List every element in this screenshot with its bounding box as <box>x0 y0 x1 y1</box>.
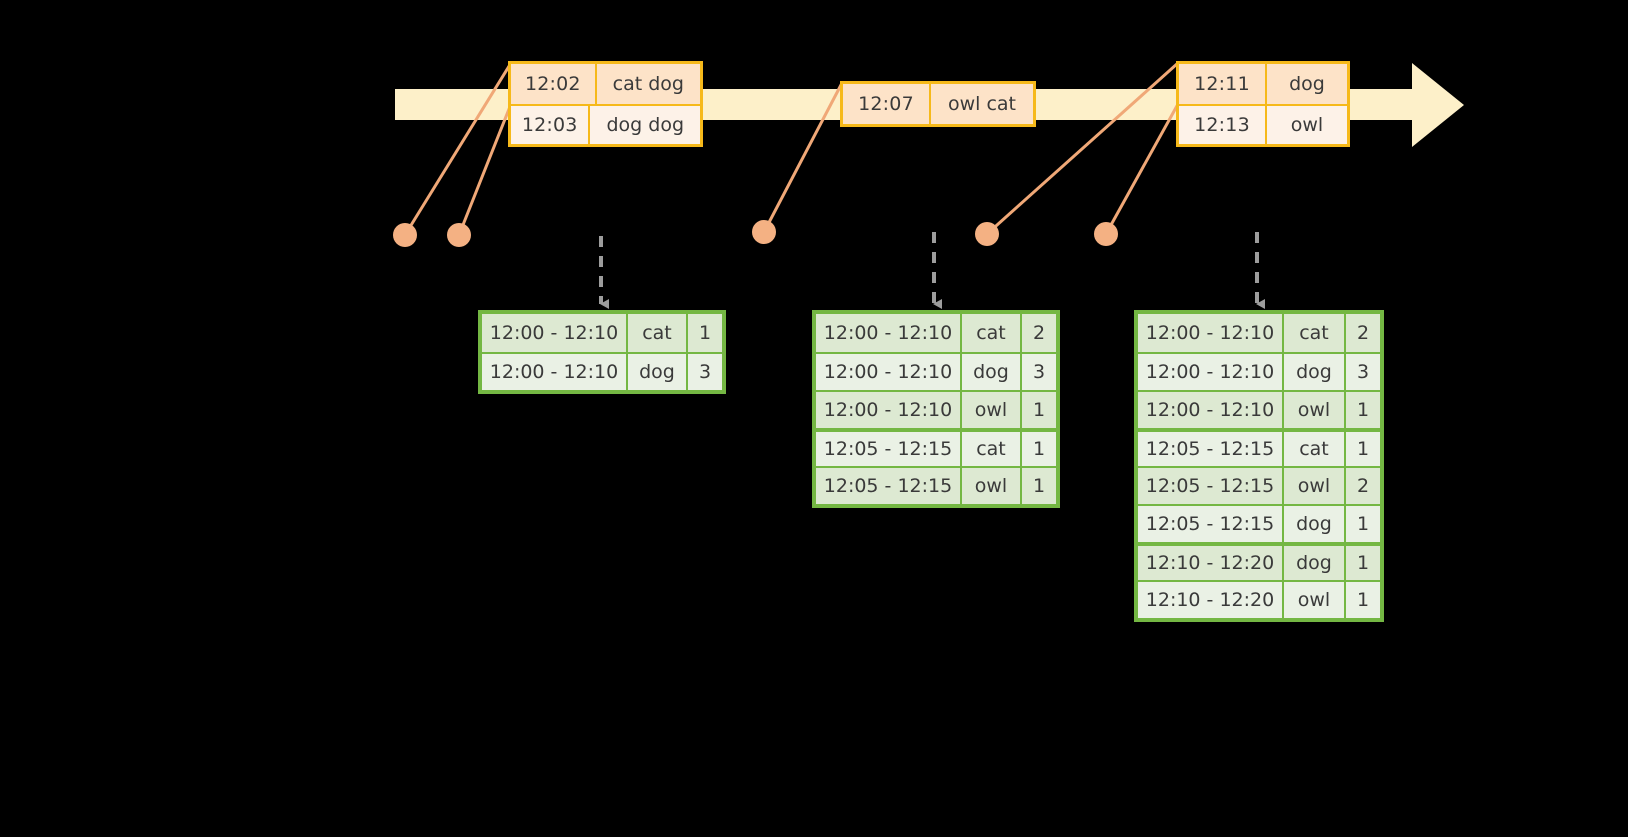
count-cell: 1 <box>1356 589 1370 611</box>
event-words: dog <box>1289 73 1325 95</box>
window-cell: 12:10 - 12:20 <box>1138 546 1284 580</box>
key-cell: owl <box>1284 582 1346 618</box>
event-row: 12:02 cat dog <box>511 64 700 104</box>
count-cell: 3 <box>1032 361 1046 383</box>
event-markers <box>393 220 1118 247</box>
connector-2 <box>457 103 513 236</box>
count-cell: 1 <box>1356 399 1370 421</box>
connector-5 <box>1104 103 1180 235</box>
key-cell: dog <box>628 354 688 390</box>
event-words: cat dog <box>612 73 684 95</box>
key-cell: cat <box>628 314 688 352</box>
window-cell: 12:05 - 12:15 <box>816 468 962 504</box>
event-row: 12:11 dog <box>1179 64 1347 104</box>
key-cell: dog <box>962 354 1022 390</box>
window-cell: 12:05 - 12:15 <box>816 432 962 466</box>
window-cell: 12:00 - 12:10 <box>1138 314 1284 352</box>
timeline-arrow-head <box>1412 63 1464 147</box>
down-arrows <box>599 232 1265 309</box>
event-time: 12:11 <box>1179 64 1267 104</box>
key-cell: cat <box>962 314 1022 352</box>
event-row: 12:07 owl cat <box>843 84 1033 124</box>
window-cell: 12:00 - 12:10 <box>482 354 628 390</box>
event-words: owl cat <box>947 93 1017 115</box>
event-time: 12:03 <box>511 106 591 144</box>
window-cell: 12:00 - 12:10 <box>816 314 962 352</box>
count-cell: 1 <box>698 322 712 344</box>
key-cell: dog <box>1284 506 1346 542</box>
count-cell: 1 <box>1032 399 1046 421</box>
key-cell: cat <box>962 432 1022 466</box>
key-cell: dog <box>1284 546 1346 580</box>
event-marker-2[interactable] <box>447 223 471 247</box>
count-cell: 1 <box>1356 438 1370 460</box>
count-cell: 2 <box>1356 475 1370 497</box>
event-group-1[interactable]: 12:02 cat dog 12:03 dog dog <box>508 61 703 147</box>
event-row: 12:13 owl <box>1179 104 1347 144</box>
window-cell: 12:10 - 12:20 <box>1138 582 1284 618</box>
count-cell: 1 <box>1356 513 1370 535</box>
count-cell: 1 <box>1032 475 1046 497</box>
event-marker-1[interactable] <box>393 223 417 247</box>
window-cell: 12:05 - 12:15 <box>1138 506 1284 542</box>
key-cell: owl <box>1284 392 1346 428</box>
event-time: 12:02 <box>511 64 597 104</box>
event-marker-5[interactable] <box>1094 222 1118 246</box>
count-cell: 3 <box>1356 361 1370 383</box>
window-cell: 12:00 - 12:10 <box>816 392 962 428</box>
event-words: dog dog <box>606 114 684 136</box>
key-cell: owl <box>1284 468 1346 504</box>
key-cell: dog <box>1284 354 1346 390</box>
event-row: 12:03 dog dog <box>511 104 700 144</box>
event-marker-3[interactable] <box>752 220 776 244</box>
key-cell: owl <box>962 392 1022 428</box>
event-words: owl <box>1290 114 1324 136</box>
count-cell: 2 <box>1032 322 1046 344</box>
key-cell: cat <box>1284 314 1346 352</box>
event-time: 12:07 <box>843 84 931 124</box>
event-marker-4[interactable] <box>975 222 999 246</box>
window-cell: 12:05 - 12:15 <box>1138 468 1284 504</box>
count-cell: 2 <box>1356 322 1370 344</box>
count-cell: 3 <box>698 361 712 383</box>
key-cell: owl <box>962 468 1022 504</box>
event-group-2[interactable]: 12:07 owl cat <box>840 81 1036 127</box>
event-time: 12:13 <box>1179 106 1267 144</box>
count-cell: 1 <box>1356 552 1370 574</box>
window-cell: 12:00 - 12:10 <box>482 314 628 352</box>
count-cell: 1 <box>1032 438 1046 460</box>
window-cell: 12:00 - 12:10 <box>1138 392 1284 428</box>
window-cell: 12:05 - 12:15 <box>1138 432 1284 466</box>
key-cell: cat <box>1284 432 1346 466</box>
event-group-3[interactable]: 12:11 dog 12:13 owl <box>1176 61 1350 147</box>
window-cell: 12:00 - 12:10 <box>816 354 962 390</box>
window-cell: 12:00 - 12:10 <box>1138 354 1284 390</box>
